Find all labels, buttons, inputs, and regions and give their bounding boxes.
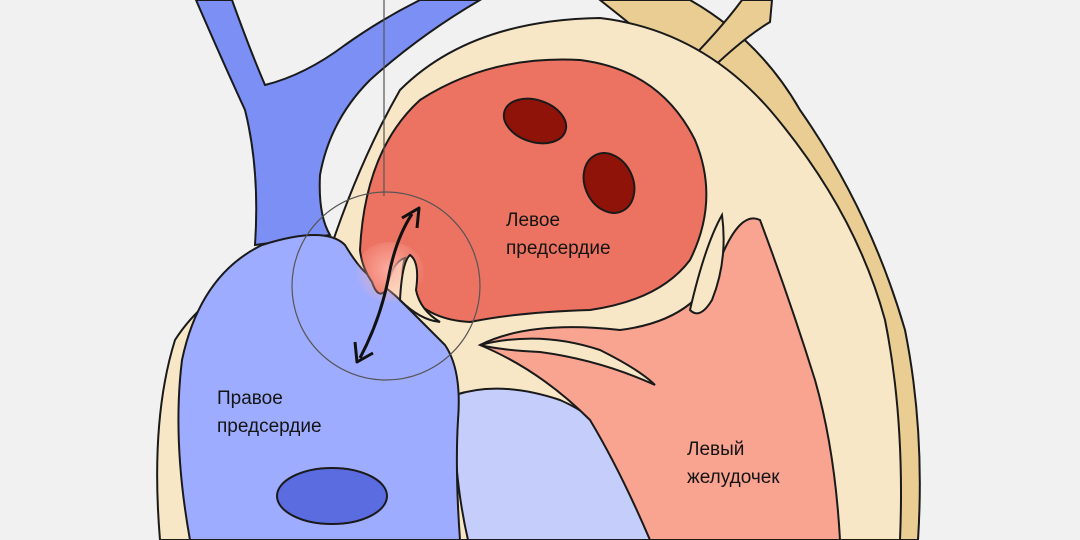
left-ventricle	[477, 217, 842, 540]
septum-flap	[398, 253, 441, 323]
shunt-arrow	[358, 213, 414, 359]
label-left-atrium: Левое предсердие	[506, 207, 611, 263]
label-left-ventricle-line2: желудочек	[687, 467, 780, 488]
mitral-leaflet	[688, 211, 725, 315]
ventricle-septum-fold	[479, 337, 656, 386]
right-atrium	[177, 234, 462, 540]
arrowhead-up	[401, 206, 421, 229]
label-left-ventricle-line1: Левый	[687, 439, 745, 460]
magnifier-circle	[291, 191, 481, 381]
inferior-vena-cava-opening	[276, 467, 388, 525]
superior-vena-cava	[194, 0, 482, 247]
label-right-atrium-line1: Правое	[217, 388, 283, 409]
label-left-ventricle: Левый желудочек	[687, 436, 780, 492]
label-right-atrium-line2: предсердие	[217, 416, 322, 437]
label-right-atrium: Правое предсердие	[217, 385, 322, 441]
label-left-atrium-line2: предсердие	[506, 238, 611, 259]
pulmonary-vein-opening	[502, 97, 568, 145]
arrowhead-down	[353, 341, 374, 364]
pulmonary-vein-opening	[582, 152, 636, 214]
label-left-atrium-line1: Левое	[506, 210, 561, 231]
